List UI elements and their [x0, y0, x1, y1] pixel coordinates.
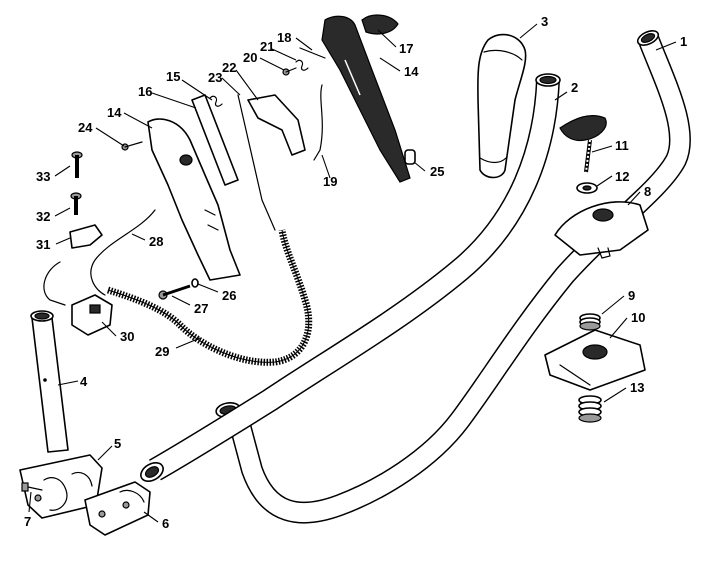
part-18-pin: [299, 47, 326, 59]
callout-14-left: 14: [107, 105, 122, 120]
part-14-housing-right: [321, 15, 411, 183]
part-17-cap: [361, 14, 399, 35]
part-33-screw: [71, 151, 83, 178]
part-15-spring: [209, 95, 223, 107]
callout-33: 33: [36, 169, 50, 184]
part-7-screw: [21, 482, 43, 492]
callout-5: 5: [114, 436, 121, 451]
part-25-bushing: [404, 149, 416, 165]
callout-10: 10: [631, 310, 645, 325]
callout-23: 23: [208, 70, 222, 85]
part-11-wing-knob: [559, 115, 607, 173]
part-29-throttle-cable: [106, 229, 313, 366]
part-14-housing-left: [147, 118, 241, 281]
part-4-short-tube: [30, 310, 69, 453]
part-24-screw: [121, 141, 143, 151]
callout-11: 11: [615, 138, 629, 153]
part-10-lower-clamp: [544, 329, 646, 391]
callout-4: 4: [80, 374, 88, 389]
part-26-washer: [191, 278, 199, 288]
part-28-lead: [43, 209, 156, 306]
callout-9: 9: [628, 288, 635, 303]
callout-29: 29: [155, 344, 169, 359]
callout-6: 6: [162, 516, 169, 531]
part-12-washer: [576, 182, 598, 194]
part-2-tube: [140, 73, 561, 482]
callout-7: 7: [24, 514, 31, 529]
part-32-screw: [70, 192, 82, 215]
callout-14-right: 14: [404, 64, 419, 79]
callout-31: 31: [36, 237, 50, 252]
callout-22: 22: [222, 60, 236, 75]
callout-2: 2: [571, 80, 578, 95]
callout-12: 12: [615, 169, 629, 184]
callout-16: 16: [138, 84, 152, 99]
part-6-clamp-half: [84, 481, 151, 536]
callout-15: 15: [166, 69, 180, 84]
callout-1: 1: [680, 34, 687, 49]
part-19-spring-wire: [313, 84, 323, 161]
callout-28: 28: [149, 234, 163, 249]
callout-17: 17: [399, 41, 413, 56]
part-23-cable: [237, 94, 276, 231]
callout-20: 20: [243, 50, 257, 65]
part-3-grip: [477, 33, 527, 179]
leader-lines: [28, 23, 677, 523]
callout-labels: 1 2 3 4 5 6 7 8 9 10 11 12 13 14 14 15 1…: [24, 14, 687, 531]
callout-8: 8: [644, 184, 651, 199]
callout-3: 3: [541, 14, 548, 29]
callout-25: 25: [430, 164, 444, 179]
callout-24: 24: [78, 120, 93, 135]
part-16-lever: [191, 94, 239, 186]
callout-21: 21: [260, 39, 274, 54]
callout-18: 18: [277, 30, 291, 45]
part-27-screw: [158, 284, 191, 300]
callout-13: 13: [630, 380, 644, 395]
callout-32: 32: [36, 209, 50, 224]
callout-30: 30: [120, 329, 134, 344]
part-21-spring: [295, 59, 309, 71]
part-9-spring: [579, 313, 601, 331]
part-20-screw: [282, 67, 297, 76]
callout-27: 27: [194, 301, 208, 316]
part-31-bracket: [69, 224, 103, 249]
part-13-spring: [578, 395, 602, 423]
part-8-clamp-cap: [554, 201, 649, 259]
callout-19: 19: [323, 174, 337, 189]
part-30-switch: [71, 294, 113, 336]
part-22-trigger: [247, 94, 306, 156]
callout-26: 26: [222, 288, 236, 303]
